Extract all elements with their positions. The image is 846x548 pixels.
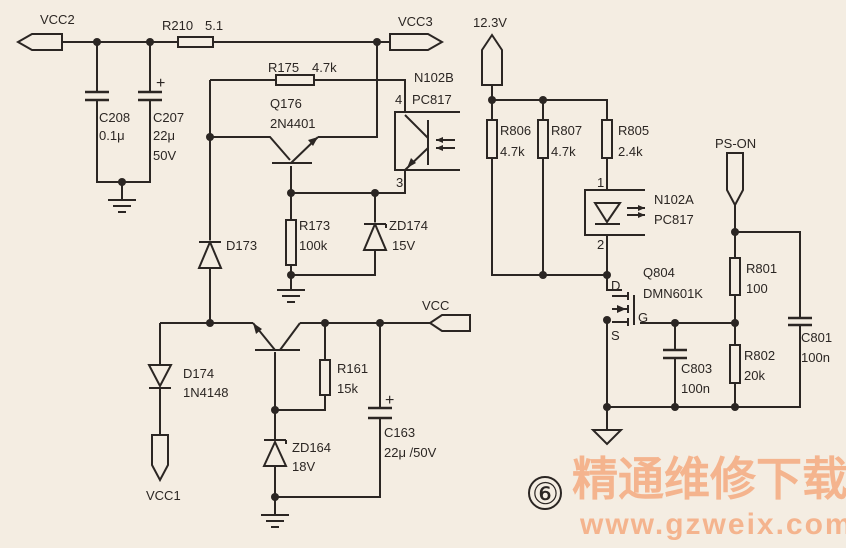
n102b-ref: N102B	[414, 70, 454, 85]
q804-gate-label: G	[638, 310, 648, 325]
n102b-value: PC817	[412, 92, 452, 107]
c801-ref: C801	[801, 330, 832, 345]
c207-rating: 50V	[153, 148, 176, 163]
r801-value: 100	[746, 281, 768, 296]
q804-drain-label: D	[611, 278, 620, 293]
pson-label: PS-ON	[715, 136, 756, 151]
vcc1-connector	[151, 434, 169, 483]
watermark-cn: 精通维修下载	[572, 452, 846, 506]
c208-value: 0.1μ	[99, 128, 125, 143]
r173-value: 100k	[299, 238, 328, 253]
q804-ref: Q804	[643, 265, 675, 280]
r805-ref: R805	[618, 123, 649, 138]
junction-dots	[93, 38, 739, 501]
n102a-value: PC817	[654, 212, 694, 227]
12v-connector	[481, 33, 503, 86]
labels: VCC2 VCC3 VCC VCC1 12.3V PS-ON R210 5.1 …	[40, 12, 832, 511]
n102a-pin2: 2	[597, 237, 604, 252]
c207-ref: C207	[153, 110, 184, 125]
q176-ref: Q176	[270, 96, 302, 111]
d173-ref: D173	[226, 238, 257, 253]
r210-value: 5.1	[205, 18, 223, 33]
r802-ref: R802	[744, 348, 775, 363]
n102a-ref: N102A	[654, 192, 694, 207]
r802-value: 20k	[744, 368, 765, 383]
zd164-value: 18V	[292, 459, 315, 474]
q176-value: 2N4401	[270, 116, 316, 131]
r175-value: 4.7k	[312, 60, 337, 75]
c801-value: 100n	[801, 350, 830, 365]
r161-value: 15k	[337, 381, 358, 396]
r173-ref: R173	[299, 218, 330, 233]
n102b-optocoupler	[394, 111, 460, 171]
vcc1-label: VCC1	[146, 488, 181, 503]
q804-value: DMN601K	[643, 286, 703, 301]
c163-value: 22μ /50V	[384, 445, 437, 460]
n102b-pin4: 4	[395, 92, 402, 107]
vcc-label: VCC	[422, 298, 449, 313]
figure-number: ⑥	[532, 478, 559, 511]
watermark-url: www.gzweix.com	[579, 508, 846, 541]
c208-ref: C208	[99, 110, 130, 125]
pson-connector	[726, 152, 744, 208]
q176-transistor	[272, 136, 319, 164]
figure-number-circle	[528, 476, 562, 510]
vcc3-label: VCC3	[398, 14, 433, 29]
c803-ref: C803	[681, 361, 712, 376]
vcc2-connector	[15, 33, 63, 51]
r175-ref: R175	[268, 60, 299, 75]
zd174-value: 15V	[392, 238, 415, 253]
vcc-connector	[428, 314, 471, 332]
n102b-pin3: 3	[396, 175, 403, 190]
n102a-optocoupler	[584, 189, 645, 236]
r805-value: 2.4k	[618, 144, 643, 159]
vcc3-connector	[389, 33, 445, 51]
c207-value: 22μ	[153, 128, 175, 143]
c163-ref: C163	[384, 425, 415, 440]
12v-label: 12.3V	[473, 15, 507, 30]
r210-ref: R210	[162, 18, 193, 33]
c207-plus: +	[156, 75, 165, 92]
d174-ref: D174	[183, 366, 214, 381]
capacitors	[85, 90, 812, 420]
c163-plus: +	[385, 392, 394, 409]
lower-transistor	[252, 322, 301, 351]
zd174-ref: ZD174	[389, 218, 428, 233]
q804-source-label: S	[611, 328, 620, 343]
ground-symbols	[108, 199, 624, 528]
r807-ref: R807	[551, 123, 582, 138]
n102a-pin1: 1	[597, 175, 604, 190]
r807-value: 4.7k	[551, 144, 576, 159]
c803-value: 100n	[681, 381, 710, 396]
r806-ref: R806	[500, 123, 531, 138]
vcc2-label: VCC2	[40, 12, 75, 27]
d174-value: 1N4148	[183, 385, 229, 400]
resistors	[177, 36, 741, 396]
q804-mosfet	[612, 292, 635, 326]
r806-value: 4.7k	[500, 144, 525, 159]
diodes	[147, 221, 388, 467]
zd164-ref: ZD164	[292, 440, 331, 455]
r161-ref: R161	[337, 361, 368, 376]
r801-ref: R801	[746, 261, 777, 276]
